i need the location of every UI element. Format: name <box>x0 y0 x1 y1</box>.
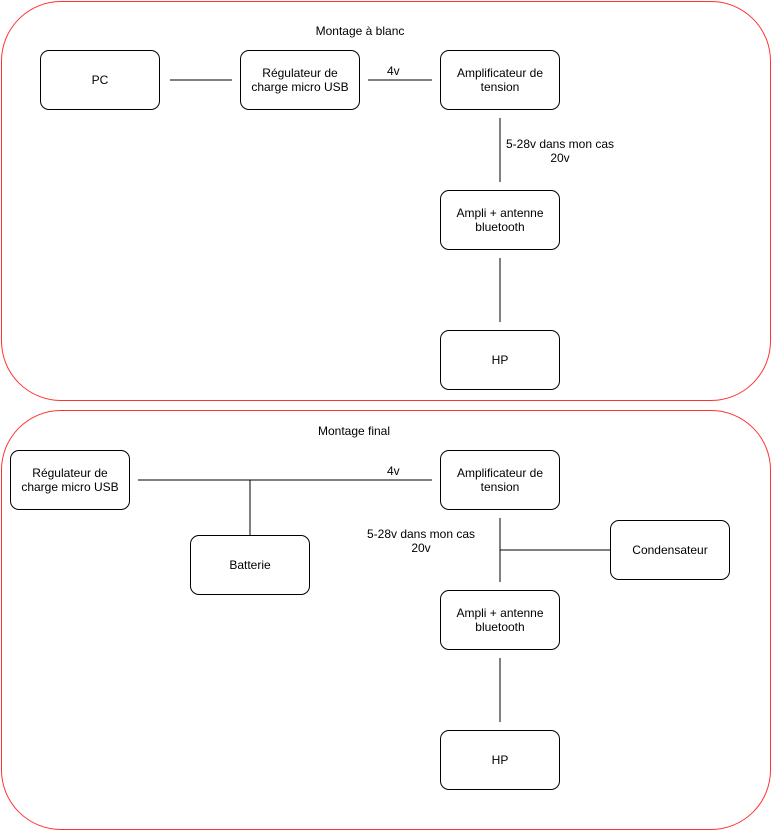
node-hp: HP <box>440 330 560 390</box>
node-pc: PC <box>40 50 160 110</box>
node-amplificateur-final: Amplificateur de tension <box>440 450 560 510</box>
node-hp-final: HP <box>440 730 560 790</box>
node-amplificateur: Amplificateur de tension <box>440 50 560 110</box>
edge-label-voltage-final: 5-28v dans mon cas 20v <box>366 527 476 555</box>
edge-label-4v: 4v <box>387 64 400 78</box>
group-montage-blanc <box>1 1 771 401</box>
node-ampli-bluetooth: Ampli + antenne bluetooth <box>440 190 560 250</box>
group-title-montage-final: Montage final <box>317 424 391 438</box>
edge-label-voltage-final-line1: 5-28v dans mon cas <box>366 527 476 541</box>
node-batterie: Batterie <box>190 535 310 595</box>
edge-label-4v-final: 4v <box>387 464 400 478</box>
edge-label-voltage-line1: 5-28v dans mon cas <box>505 137 615 151</box>
node-regulateur: Régulateur de charge micro USB <box>240 50 360 110</box>
edge-label-voltage-final-line2: 20v <box>411 541 431 555</box>
node-regulateur-final: Régulateur de charge micro USB <box>10 450 130 510</box>
edge-label-voltage: 5-28v dans mon cas 20v <box>505 137 615 165</box>
node-condensateur: Condensateur <box>610 520 730 580</box>
group-montage-final <box>1 410 771 830</box>
node-ampli-bluetooth-final: Ampli + antenne bluetooth <box>440 590 560 650</box>
edge-label-voltage-line2: 20v <box>550 151 570 165</box>
group-title-montage-blanc: Montage à blanc <box>315 24 405 38</box>
